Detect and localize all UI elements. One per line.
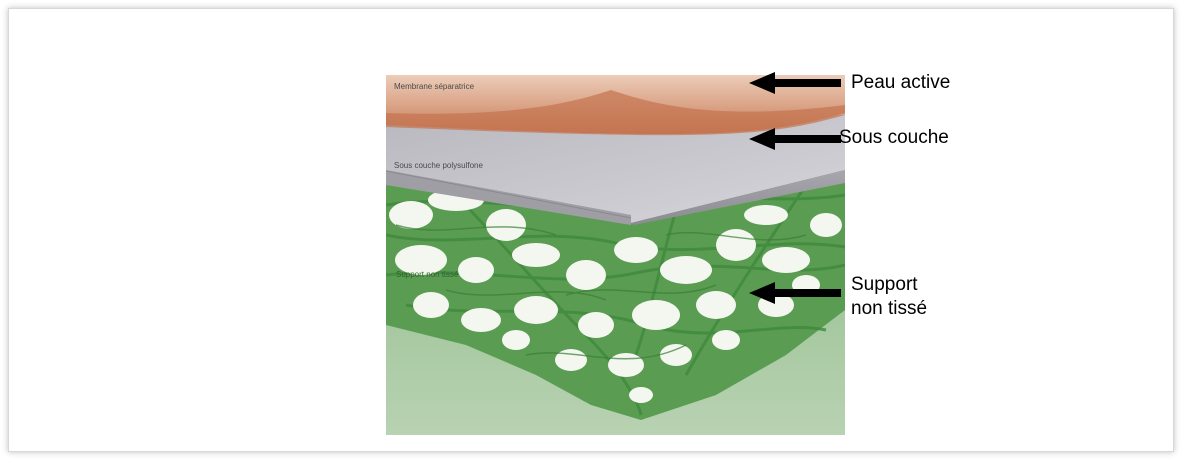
arrow-left-icon [749, 282, 841, 304]
skin-callout-label: Peau active [851, 72, 950, 94]
membrane-inner-label: Membrane séparatrice [394, 82, 474, 91]
support-callout-label-line2: non tissé [851, 298, 927, 320]
sublayer-callout-label: Sous couche [839, 127, 949, 149]
sublayer-inner-label: Sous couche polysulfone [394, 161, 483, 170]
arrow-left-icon [749, 128, 841, 150]
support-inner-label: Support non tissé [396, 270, 458, 279]
figure-frame: Membrane séparatrice Sous couche polysul… [8, 8, 1174, 452]
support-callout-label-line1: Support [851, 274, 918, 296]
arrow-left-icon [749, 72, 841, 94]
